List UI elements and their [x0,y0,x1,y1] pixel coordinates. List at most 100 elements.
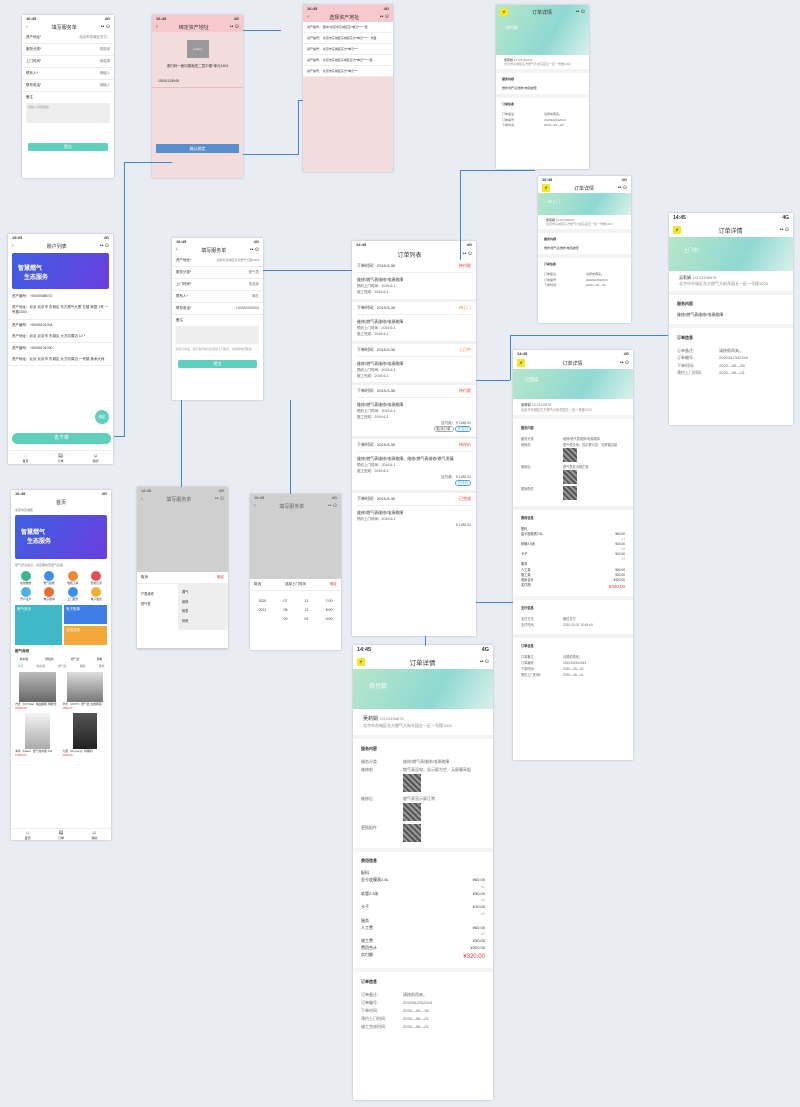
promo-card[interactable]: 电子账单 [64,605,107,624]
capsule-menu[interactable]: •• ⊙ [479,659,489,665]
list-item[interactable]: 资产地址：北京 北京市 东城区 大方向周边 12 * [8,331,113,343]
capsule-menu[interactable]: •• ⊙ [327,503,337,509]
place-order-button[interactable]: 去下单 [12,433,111,444]
picker-option[interactable]: 维修 [181,599,189,604]
asset-row[interactable]: 资产编号： 居中*北京市东城区东*单元***一层 [303,22,393,33]
list-item[interactable]: 资产地址：北京 北京市 东城区 大方向周边 一号楼 美术大师 [8,354,113,366]
tab-all[interactable]: 全部 [17,664,24,668]
capsule-menu[interactable]: •• ⊙ [617,185,627,191]
cancel-button[interactable]: 取消 [141,575,148,579]
field-visit-time[interactable]: 上门时间*请选择 [172,279,263,291]
back-icon[interactable]: ‹ [12,243,14,249]
location-text[interactable]: 北京市东城区 [15,508,34,512]
confirm-button[interactable]: 确定 [330,582,337,586]
asset-row[interactable]: 资产编号： 北京市东城区东方*单元*** [303,66,393,77]
list-item[interactable]: 资产编号： H0000088072 [12,294,53,298]
back-icon[interactable]: ‹ [176,247,178,253]
promo-card[interactable]: 优惠活动 [64,626,107,645]
list-item[interactable]: 资产地址：北京 北京市 东城区 东方燃气大厦 五楼 家园 1号 一号楼1003 [8,302,113,320]
review-button[interactable]: 去评价 [454,479,471,486]
tab-orders[interactable]: ▤订单 [57,829,64,840]
repair-icon-item[interactable]: 燃气报修 [39,571,61,585]
asset-row[interactable]: 资产编号： 北京市东城区东方*单元*** [303,44,393,55]
field-asset-address[interactable]: 资产地址*北京市东城区东方... [22,32,114,44]
service-icon-item[interactable]: 上门服务 [62,587,84,601]
invoice-icon-item[interactable]: 电子发票 [86,587,108,601]
photo-thumb[interactable] [563,486,577,501]
product-card[interactable]: 方太（FOTILE）抽油烟机 侧吸式¥2999.00 [15,672,60,710]
capsule-menu[interactable]: •• ⊙ [575,9,585,15]
product-card[interactable]: 华帝（VATTI）燃气灶 台嵌两用¥899.00 [63,672,108,710]
capsule-menu[interactable]: •• ⊙ [229,24,239,30]
bind-button[interactable]: 绑定 [95,410,109,424]
pay-icon-item[interactable]: 在线缴费 [15,571,37,585]
category-item[interactable]: 壁挂炉 [45,657,54,661]
category-item[interactable]: 热水器 [19,657,29,661]
phone-field[interactable]: 15001115948 [152,75,243,89]
capsule-menu[interactable]: •• ⊙ [462,251,472,257]
capsule-menu[interactable]: •• ⊙ [779,227,789,233]
field-contact[interactable]: 联系人*请输入 [22,68,114,80]
cancel-button[interactable]: 取消 [254,582,261,586]
tab-heater[interactable]: 热水器 [36,664,45,668]
remark-textarea[interactable] [176,326,259,344]
capsule-menu[interactable]: •• ⊙ [619,360,629,366]
photo-thumb[interactable] [403,803,421,822]
transfer-icon-item[interactable]: 开户过户 [15,587,37,601]
workorder-icon-item[interactable]: 维修工单 [62,571,84,585]
tab-home[interactable]: ⌂首页 [22,452,29,463]
category-item[interactable]: 厨电 [96,657,103,661]
inspect-icon-item[interactable]: 安检记录 [86,571,108,585]
tab-other[interactable]: 其他 [98,664,105,668]
list-item[interactable]: 资产编号： H0000101030 [12,345,53,350]
tab-mine[interactable]: ☺我的 [91,829,98,840]
product-card[interactable]: 海尔（Haier）燃气热水器 13L¥1699.00 [15,713,60,757]
back-icon[interactable]: ‹ [307,14,309,20]
capsule-menu[interactable]: •• ⊙ [214,496,224,502]
back-icon[interactable]: ‹ [141,496,143,502]
asset-row[interactable]: 资产编号： 北京市东城区东城区东方*单元***一 方面 [303,33,393,44]
tab-stove[interactable]: 燃气灶 [58,664,67,668]
remark-textarea[interactable]: 请输入问题描述 [26,103,110,123]
submit-button[interactable]: 提交 [178,360,257,368]
field-phone[interactable]: 联系电话*188888888888 [172,303,263,315]
picker-option[interactable]: 换表 [181,609,189,614]
field-service-category[interactable]: 服务分类*请选择 [22,44,114,56]
picker-option[interactable]: 其他 [181,618,189,623]
capsule-menu[interactable]: •• ⊙ [249,247,259,253]
tab-home[interactable]: ⌂首页 [24,829,31,840]
banner[interactable]: 智慧燃气 生态服务 [15,515,107,559]
photo-thumb[interactable] [563,470,577,485]
tab-hood[interactable]: 烟机 [79,664,86,668]
back-icon[interactable]: ‹ [26,24,28,30]
field-phone[interactable]: 联系电话*请输入 [22,80,114,92]
confirm-button[interactable]: 确定 [217,575,224,579]
list-item[interactable]: 资产编号： H0000101004 [12,322,53,327]
bill-icon-item[interactable]: 电子账单 [39,587,61,601]
asset-row[interactable]: 资产编号： 北京市东城区东城区东方*单元***一层... [303,55,393,66]
cancel-order-button[interactable]: 取消订单 [433,426,454,433]
field-visit-time[interactable]: 上门时间*请选择 [22,56,114,68]
product-card[interactable]: 九阳（Joyoung）料理机¥499.00 [63,713,108,757]
photo-thumb[interactable] [563,448,577,463]
capsule-menu[interactable]: •• ⊙ [99,243,109,249]
field-asset-address[interactable]: 资产地址*北京市东城区东方燃气大厦1003 [172,255,263,267]
photo-thumb[interactable] [403,774,421,793]
notice-bar[interactable]: 燃气安全提示，请定期检查燃气设备 [15,563,64,567]
picker-option[interactable]: 户表维修 [141,592,154,596]
confirm-bind-button[interactable]: 确认绑定 [156,144,239,154]
photo-thumb[interactable] [403,824,421,843]
field-service-category[interactable]: 服务分类*燃气表 [172,267,263,279]
picker-option[interactable]: 燃气表 [141,601,151,606]
field-contact[interactable]: 联系人*蒋红 [172,291,263,303]
pay-button[interactable]: 去支付 [454,426,471,433]
